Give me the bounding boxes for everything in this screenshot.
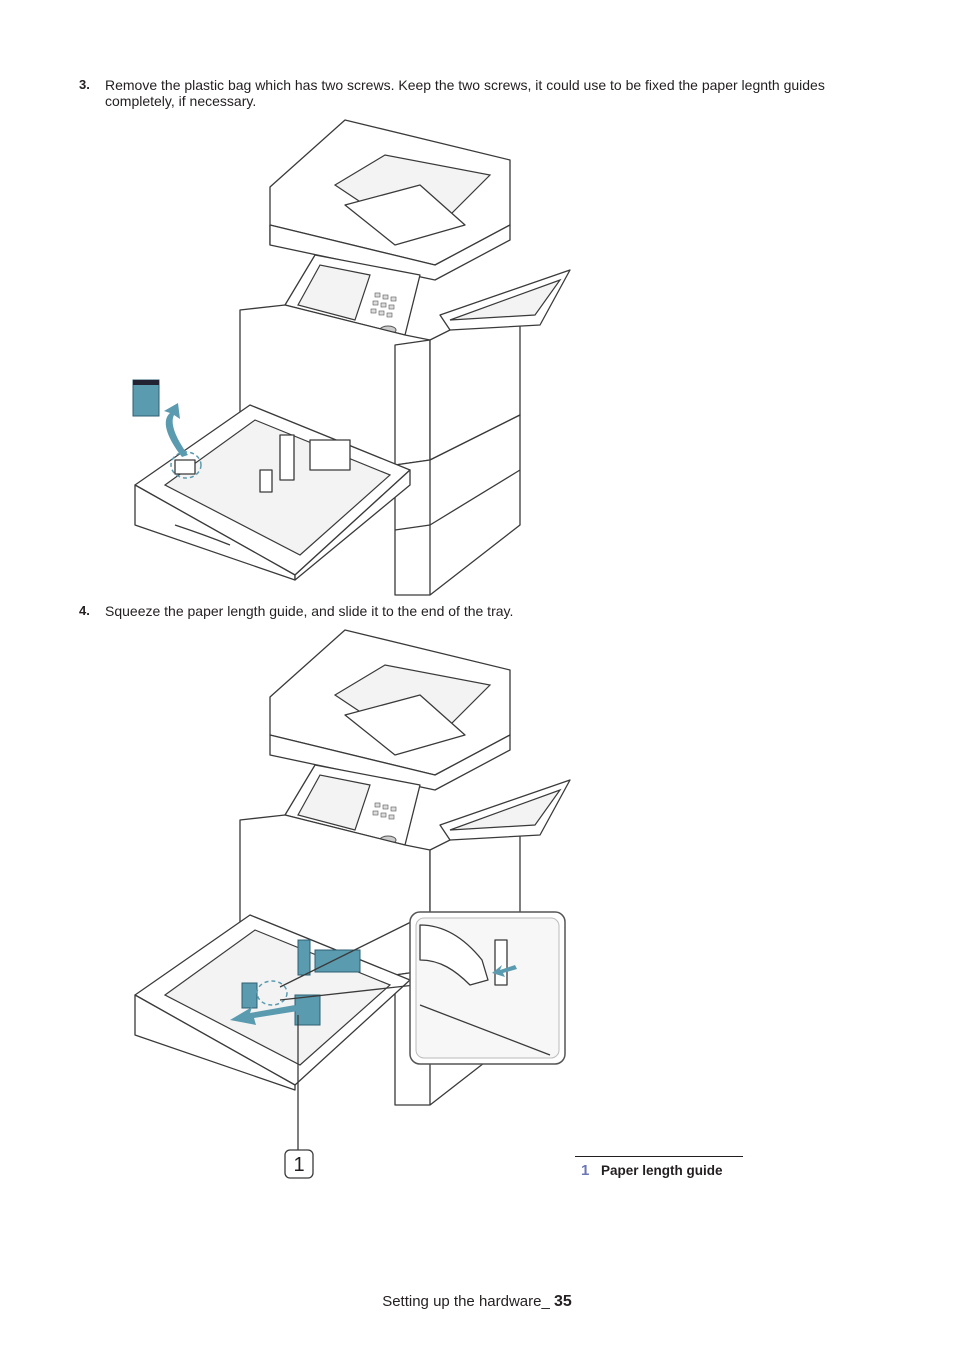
step-text: Remove the plastic bag which has two scr…	[105, 77, 825, 109]
paper-length-guide-illustration: 1	[134, 629, 571, 1179]
printer-tray-bag-illustration	[132, 119, 571, 596]
step-text: Squeeze the paper length guide, and slid…	[105, 603, 514, 619]
legend-number: 1	[581, 1162, 590, 1179]
legend-label: Paper length guide	[601, 1163, 723, 1178]
callout-number: 1	[293, 1154, 304, 1176]
step-number: 4.	[79, 603, 90, 618]
step-number: 3.	[79, 77, 90, 92]
page-number: 35	[554, 1293, 572, 1310]
footer-section: Setting up the hardware_	[382, 1293, 554, 1310]
legend: 1 Paper length guide	[575, 1156, 743, 1179]
page-footer: Setting up the hardware_ 35	[0, 1293, 954, 1311]
